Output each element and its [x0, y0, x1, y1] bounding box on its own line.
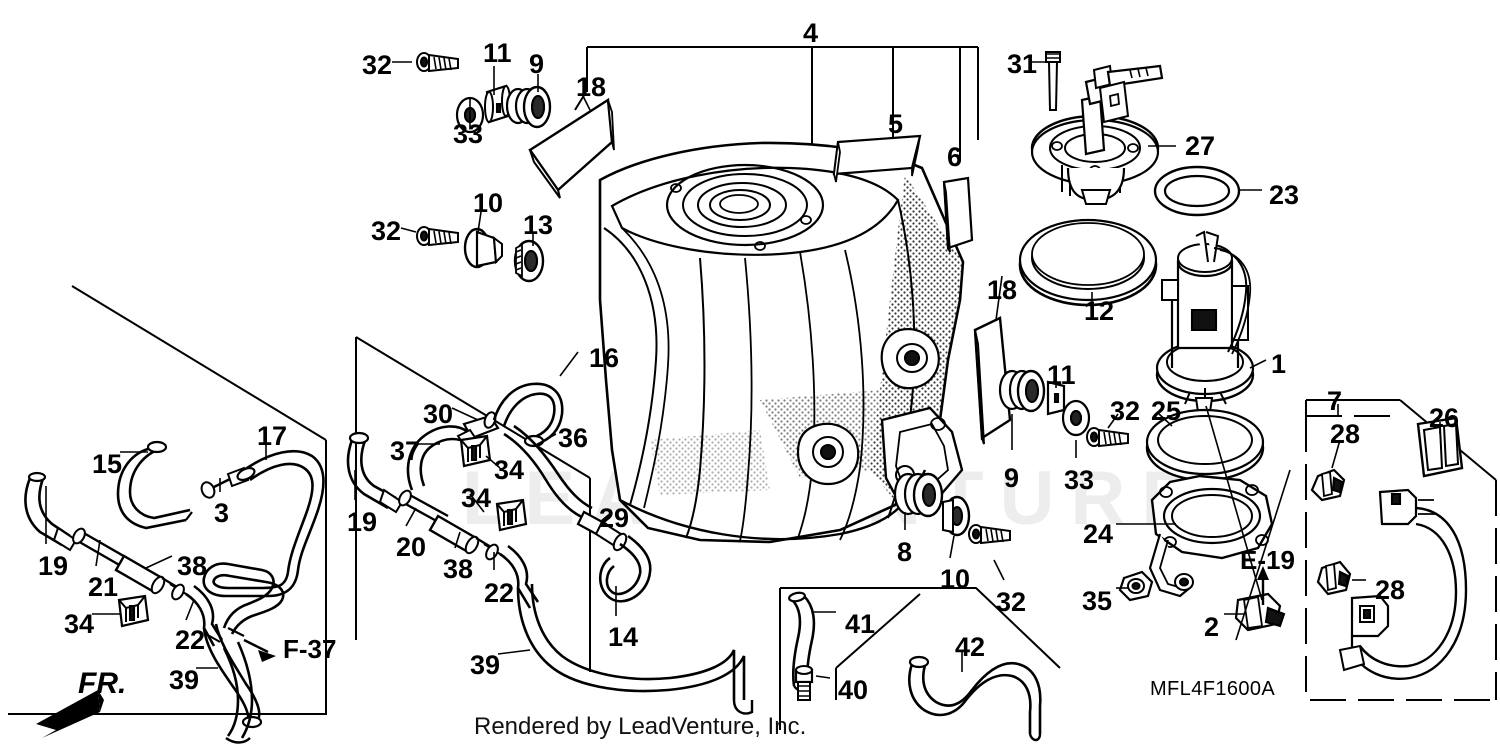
callout-21: 21	[88, 572, 119, 602]
callout-33b: 33	[1064, 465, 1095, 495]
callout-17: 17	[257, 421, 288, 451]
callout-9b: 9	[1004, 463, 1020, 493]
callout-38b: 38	[177, 551, 208, 581]
callout-10b: 10	[940, 564, 971, 594]
callout-37: 37	[390, 436, 421, 466]
callout-11b: 11	[1047, 360, 1076, 390]
callout-39b: 39	[470, 650, 501, 680]
callout-1: 1	[1271, 349, 1287, 379]
callout-32: 32	[362, 50, 393, 80]
callout-40: 40	[838, 675, 869, 705]
callout-38a: 38	[443, 554, 474, 584]
callout-10: 10	[473, 188, 504, 218]
callout-34b: 34	[461, 483, 492, 513]
callout-5: 5	[888, 109, 904, 139]
callout-23: 23	[1269, 180, 1300, 210]
diagram-part-number: MFL4F1600A	[1150, 678, 1276, 700]
callout-36: 36	[558, 423, 589, 453]
callout-39a: 39	[169, 665, 200, 695]
callout-9: 9	[529, 49, 545, 79]
front-direction-marker: FR.	[78, 667, 127, 700]
callout-41: 41	[845, 609, 876, 639]
callout-20: 20	[396, 532, 427, 562]
render-credit: Rendered by LeadVenture, Inc.	[474, 713, 807, 740]
callout-8: 8	[897, 537, 913, 567]
callout-28b: 28	[1375, 575, 1406, 605]
callout-27: 27	[1185, 131, 1216, 161]
callout-29: 29	[599, 503, 630, 533]
callout-4: 4	[803, 18, 819, 48]
callout-13: 13	[523, 210, 554, 240]
callout-32c: 32	[1110, 396, 1141, 426]
callout-19a: 19	[347, 507, 378, 537]
callout-22a: 22	[484, 578, 515, 608]
callout-22b: 22	[175, 625, 206, 655]
callout-2: 2	[1204, 612, 1220, 642]
callout-25: 25	[1151, 396, 1182, 426]
callout-15: 15	[92, 449, 123, 479]
reference-f37[interactable]: F-37	[283, 634, 337, 664]
callout-18b: 18	[987, 275, 1018, 305]
callout-31: 31	[1007, 49, 1038, 79]
callout-33: 33	[453, 119, 484, 149]
reference-e19[interactable]: E-19	[1240, 545, 1295, 575]
callout-16: 16	[589, 343, 620, 373]
callout-11: 11	[483, 38, 512, 68]
callout-3: 3	[214, 498, 230, 528]
callout-7: 7	[1327, 386, 1343, 416]
callout-28a: 28	[1330, 419, 1361, 449]
callout-19b: 19	[38, 551, 69, 581]
callout-6: 6	[947, 142, 963, 172]
callout-18: 18	[576, 72, 607, 102]
callout-24: 24	[1083, 519, 1114, 549]
callout-32b: 32	[371, 216, 402, 246]
callout-32d: 32	[996, 587, 1027, 617]
callout-34a: 34	[494, 455, 525, 485]
callout-35: 35	[1082, 586, 1113, 616]
callout-12: 12	[1084, 296, 1115, 326]
callout-42: 42	[955, 632, 986, 662]
callout-14: 14	[608, 622, 639, 652]
callout-34c: 34	[64, 609, 95, 639]
callout-30: 30	[423, 399, 454, 429]
callout-26: 26	[1429, 403, 1460, 433]
